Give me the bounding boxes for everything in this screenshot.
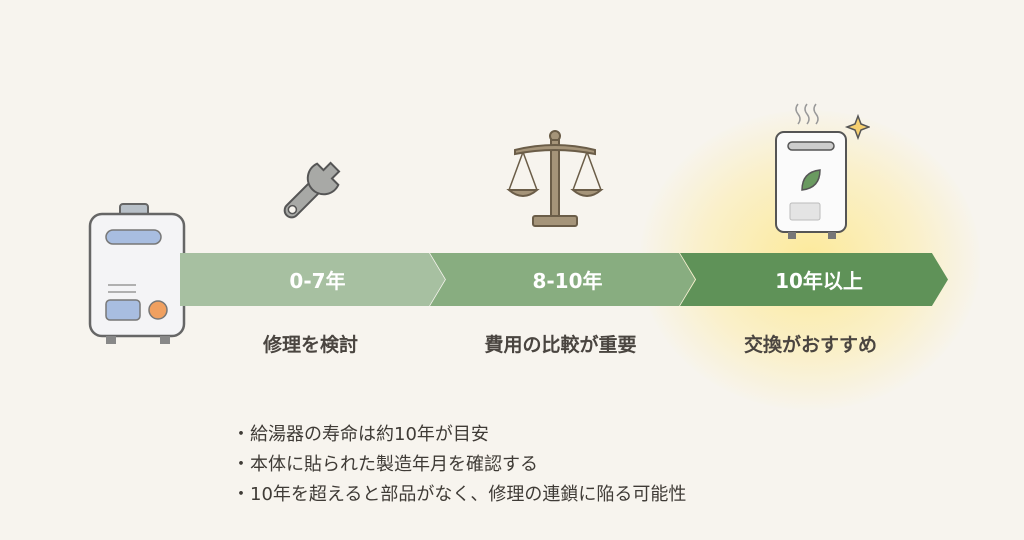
segment-label: 10年以上 — [775, 269, 863, 293]
note-item: 10年を超えると部品がなく、修理の連鎖に陥る可能性 — [232, 480, 686, 510]
old-water-heater-icon — [88, 203, 186, 344]
wrench-icon — [283, 161, 341, 219]
segment-label: 8-10年 — [532, 269, 603, 293]
timeline-segment-8-10: 8-10年 — [430, 253, 695, 306]
caption-compare-cost: 費用の比較が重要 — [484, 334, 637, 356]
scale-icon — [506, 130, 604, 227]
timeline-segment-0-7: 0-7年 — [180, 253, 445, 306]
timeline-segment-10-plus: 10年以上 — [680, 253, 948, 306]
note-item: 給湯器の寿命は約10年が目安 — [232, 420, 686, 450]
notes-list: 給湯器の寿命は約10年が目安 本体に貼られた製造年月を確認する 10年を超えると… — [232, 420, 686, 510]
caption-replace: 交換がおすすめ — [743, 334, 877, 356]
segment-label: 0-7年 — [289, 269, 346, 293]
caption-repair: 修理を検討 — [262, 334, 358, 356]
new-water-heater-icon — [775, 103, 870, 239]
note-item: 本体に貼られた製造年月を確認する — [232, 450, 686, 480]
